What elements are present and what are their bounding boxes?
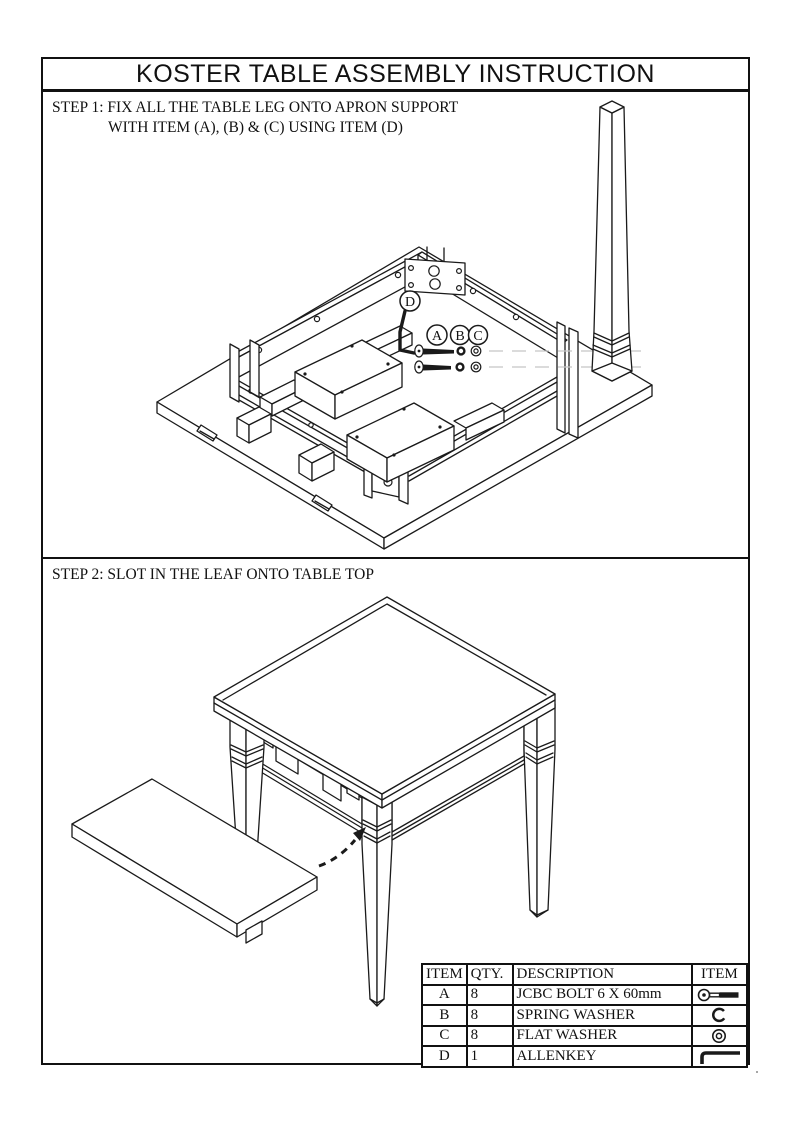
step2-instruction: STEP 2: SLOT IN THE LEAF ONTO TABLE TOP xyxy=(52,565,374,585)
bolt-a xyxy=(415,361,451,373)
support-rail-a xyxy=(260,326,412,419)
corner-bracket-top xyxy=(405,247,465,295)
bolt-icon xyxy=(697,987,739,1003)
allen-key-in-bolt xyxy=(400,311,414,353)
flat-washer-icon xyxy=(711,1028,727,1044)
table-top xyxy=(214,597,555,808)
part-description: SPRING WASHER xyxy=(511,1004,693,1027)
spacer-block xyxy=(299,444,334,481)
part-description: ALLENKEY xyxy=(511,1045,693,1068)
callout-c: C xyxy=(469,326,488,345)
table-row: A 8 JCBC BOLT 6 X 60mm xyxy=(421,983,749,1006)
step1-section: STEP 1: FIX ALL THE TABLE LEG ONTO APRON… xyxy=(43,92,748,559)
svg-text:B: B xyxy=(455,329,464,344)
spacer-block xyxy=(237,407,271,443)
step2-section: STEP 2: SLOT IN THE LEAF ONTO TABLE TOP xyxy=(43,559,748,1063)
step1-line1: STEP 1: FIX ALL THE TABLE LEG ONTO APRON… xyxy=(52,99,459,116)
step1-line2: WITH ITEM (A), (B) & (C) USING ITEM (D) xyxy=(108,119,403,136)
part-letter: B xyxy=(421,1004,468,1027)
part-description: FLAT WASHER xyxy=(511,1024,693,1047)
page-title: KOSTER TABLE ASSEMBLY INSTRUCTION xyxy=(136,59,655,88)
header-item: ITEM xyxy=(421,963,468,986)
part-qty: 8 xyxy=(465,1024,514,1047)
leg-ring-grooves xyxy=(593,333,630,357)
spring-washer-icon xyxy=(711,1007,727,1023)
svg-text:D: D xyxy=(405,295,415,310)
corner-post-left xyxy=(230,340,259,402)
allen-key-icon xyxy=(696,1048,742,1065)
step2-drawing xyxy=(43,559,750,1063)
table-row: D 1 ALLENKEY xyxy=(421,1045,749,1068)
part-letter: C xyxy=(421,1024,468,1047)
step2-line1: STEP 2: SLOT IN THE LEAF ONTO TABLE TOP xyxy=(52,566,374,583)
leaf-cleat xyxy=(246,921,262,943)
part-description: JCBC BOLT 6 X 60mm xyxy=(511,983,693,1006)
svg-text:C: C xyxy=(473,329,482,344)
step1-instruction: STEP 1: FIX ALL THE TABLE LEG ONTO APRON… xyxy=(52,98,458,138)
table-leg-right xyxy=(524,704,555,917)
table-leaf xyxy=(72,779,317,943)
table-leg xyxy=(592,101,632,381)
flat-washer xyxy=(471,346,481,372)
edge-clip xyxy=(312,495,332,511)
part-qty: 1 xyxy=(465,1045,514,1068)
bolt-a xyxy=(415,345,454,357)
edge-clip xyxy=(197,425,217,441)
alignment-guides xyxy=(489,351,650,367)
table-row: B 8 SPRING WASHER xyxy=(421,1004,749,1027)
insert-arrow xyxy=(319,827,366,866)
part-letter: A xyxy=(421,983,468,1006)
table-leg-front xyxy=(362,797,392,1006)
step1-drawing: D A B C xyxy=(43,92,750,557)
corner-post-right xyxy=(557,322,578,438)
part-qty: 8 xyxy=(465,1004,514,1027)
parts-table-header-row: ITEM QTY. DESCRIPTION ITEM xyxy=(421,963,749,986)
page-frame: KOSTER TABLE ASSEMBLY INSTRUCTION STEP 1… xyxy=(41,57,750,1068)
spring-washer xyxy=(457,348,465,371)
svg-text:A: A xyxy=(432,329,443,344)
header-qty: QTY. xyxy=(465,963,514,986)
callout-b: B xyxy=(451,326,470,345)
callout-d: D xyxy=(400,291,420,311)
callout-a: A xyxy=(427,325,447,345)
title-band: KOSTER TABLE ASSEMBLY INSTRUCTION xyxy=(43,59,748,92)
part-qty: 8 xyxy=(465,983,514,1006)
parts-table: ITEM QTY. DESCRIPTION ITEM A 8 JCBC BOLT… xyxy=(421,963,749,1068)
part-letter: D xyxy=(421,1045,468,1068)
stray-mark xyxy=(756,1071,758,1073)
header-description: DESCRIPTION xyxy=(511,963,693,986)
header-item-icon: ITEM xyxy=(690,963,749,986)
table-row: C 8 FLAT WASHER xyxy=(421,1024,749,1047)
support-rail-b xyxy=(347,403,504,482)
